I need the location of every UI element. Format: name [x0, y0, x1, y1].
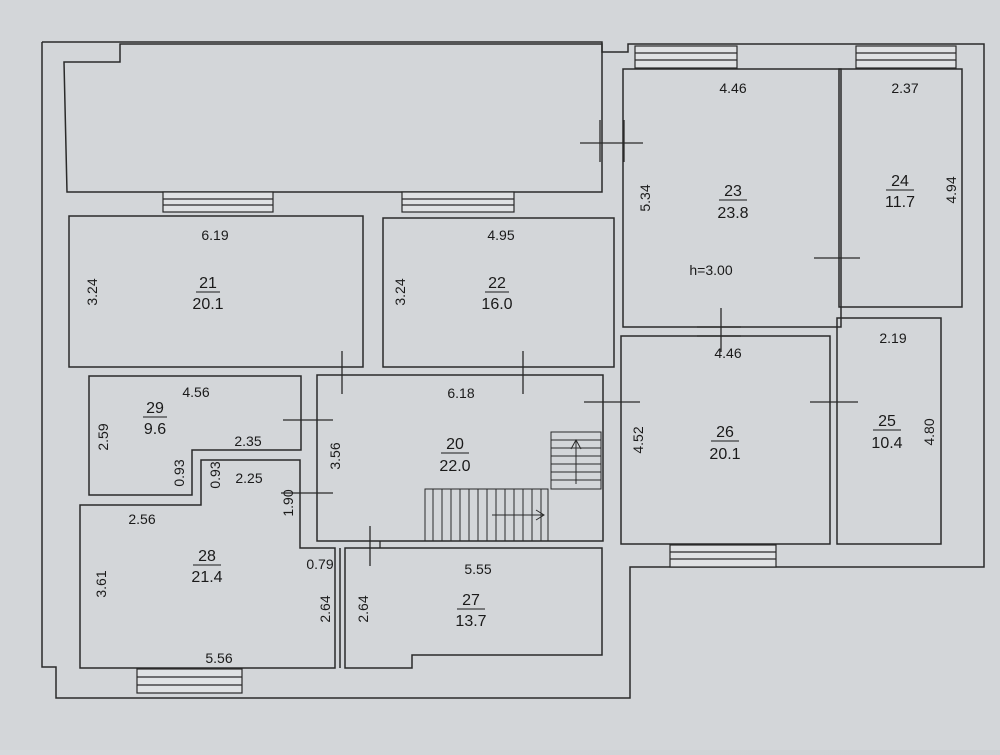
room-labels: 21 20.1 6.19 3.24 22 16.0 4.95 3.24 23 2… [84, 80, 959, 666]
room-25 [836, 317, 942, 545]
dimension-label: 5.34 [637, 184, 653, 211]
dimension-label: 3.61 [93, 570, 109, 597]
dimension-label: 5.56 [205, 650, 232, 666]
dimension-label: 4.56 [182, 384, 209, 400]
dimension-label: 2.64 [317, 595, 333, 622]
window [162, 191, 274, 213]
dimension-label: 4.46 [719, 80, 746, 96]
dimension-label: 2.37 [891, 80, 918, 96]
room-area: 22.0 [439, 458, 470, 475]
dimension-label: 2.25 [235, 470, 262, 486]
room-number: 24 [891, 173, 909, 190]
room-number: 28 [198, 548, 216, 565]
window [401, 191, 515, 213]
dimension-label: 3.24 [84, 278, 100, 305]
dimension-label: 0.93 [171, 459, 187, 486]
ceiling-height-label: h=3.00 [689, 262, 732, 278]
dimension-label: 2.59 [95, 423, 111, 450]
room-area: 21.4 [191, 569, 222, 586]
room-area: 20.1 [709, 446, 740, 463]
dimension-label: 5.55 [464, 561, 491, 577]
dimension-label: 3.56 [327, 442, 343, 469]
room-area: 9.6 [144, 421, 166, 438]
room-number: 21 [199, 275, 217, 292]
window [136, 668, 243, 694]
room-27 [344, 547, 603, 669]
window [669, 544, 777, 568]
room-24 [838, 68, 963, 308]
dimension-label: 4.94 [943, 176, 959, 203]
window [634, 45, 738, 69]
room-area: 16.0 [481, 296, 512, 313]
room-22 [382, 217, 615, 368]
window [855, 45, 957, 69]
dimension-label: 4.46 [714, 345, 741, 361]
room-area: 20.1 [192, 296, 223, 313]
room-number: 26 [716, 424, 734, 441]
room-number: 20 [446, 436, 464, 453]
upper-hall [63, 43, 603, 193]
dimension-label: 6.19 [201, 227, 228, 243]
dimension-label: 2.35 [234, 433, 261, 449]
room-number: 27 [462, 592, 480, 609]
room-number: 29 [146, 400, 164, 417]
room-28 [79, 459, 336, 669]
dimension-label: 6.18 [447, 385, 474, 401]
dimension-label: 0.93 [207, 461, 223, 488]
room-number: 22 [488, 275, 506, 292]
room-area: 11.7 [885, 194, 915, 211]
dimension-label: 4.80 [921, 418, 937, 445]
doors [281, 120, 860, 566]
room-area: 13.7 [455, 613, 486, 630]
dimension-label: 4.52 [630, 426, 646, 453]
room-21 [68, 215, 364, 368]
staircase [424, 431, 602, 542]
dimension-label: 3.24 [392, 278, 408, 305]
dimension-label: 2.56 [128, 511, 155, 527]
dimension-label: 2.19 [879, 330, 906, 346]
room-number: 25 [878, 413, 896, 430]
dimension-label: 2.64 [355, 595, 371, 622]
room-area: 23.8 [717, 205, 748, 222]
room-29 [88, 375, 302, 496]
windows [136, 45, 957, 694]
room-number: 23 [724, 183, 742, 200]
dimension-label: 4.95 [487, 227, 514, 243]
room-area: 10.4 [871, 435, 902, 452]
dimension-label: 0.79 [306, 556, 333, 572]
dimension-label: 1.90 [280, 489, 296, 516]
